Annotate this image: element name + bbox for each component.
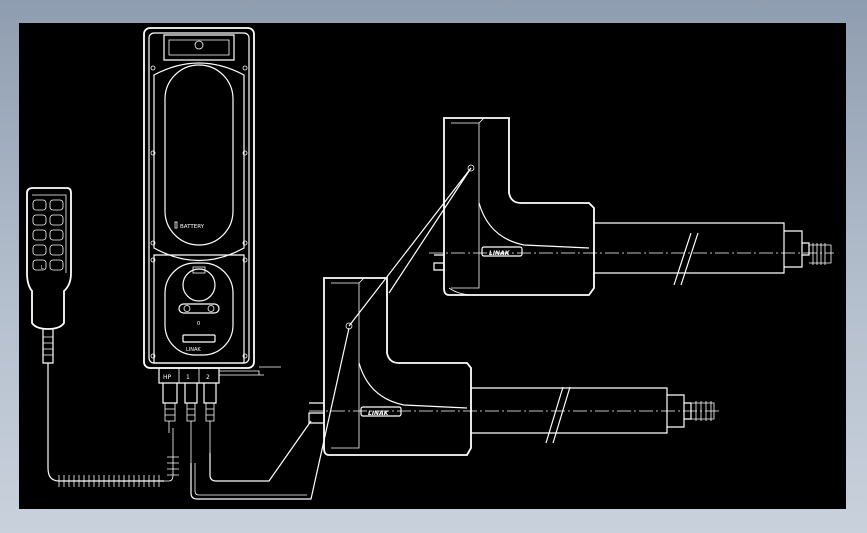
battery-label: BATTERY <box>180 224 205 230</box>
actuator-upper[interactable]: LINAK <box>433 117 832 296</box>
hand-control-buttons <box>32 199 64 271</box>
coiled-cable <box>47 363 179 487</box>
port-label-1: 1 <box>186 374 190 381</box>
port-label-2: 2 <box>206 374 210 381</box>
control-box-brand: LINAK <box>186 347 201 353</box>
connector-plugs <box>162 383 217 463</box>
cad-drawing: L BATTERY <box>26 27 834 500</box>
reset-button[interactable] <box>178 303 220 314</box>
port-label-hp: HP <box>163 374 172 381</box>
hand-control[interactable]: L <box>26 187 72 364</box>
battery-compartment: BATTERY <box>150 62 248 262</box>
led-label: 0 <box>197 321 200 327</box>
actuator-lower[interactable]: LINAK <box>308 277 715 456</box>
mounting-bracket <box>163 34 235 61</box>
upper-actuator-brand: LINAK <box>489 250 511 257</box>
actuator-cables <box>190 327 350 500</box>
power-knob[interactable] <box>182 268 216 302</box>
control-box[interactable]: BATTERY 0 LINAK HP 1 2 <box>143 27 281 463</box>
port-strip: HP 1 2 <box>158 366 281 384</box>
control-panel: 0 LINAK <box>150 254 248 364</box>
cad-viewport[interactable]: L BATTERY <box>19 23 846 509</box>
hand-control-logo: L <box>41 265 44 271</box>
pivot-links <box>348 167 472 327</box>
lower-actuator-brand: LINAK <box>368 410 390 417</box>
